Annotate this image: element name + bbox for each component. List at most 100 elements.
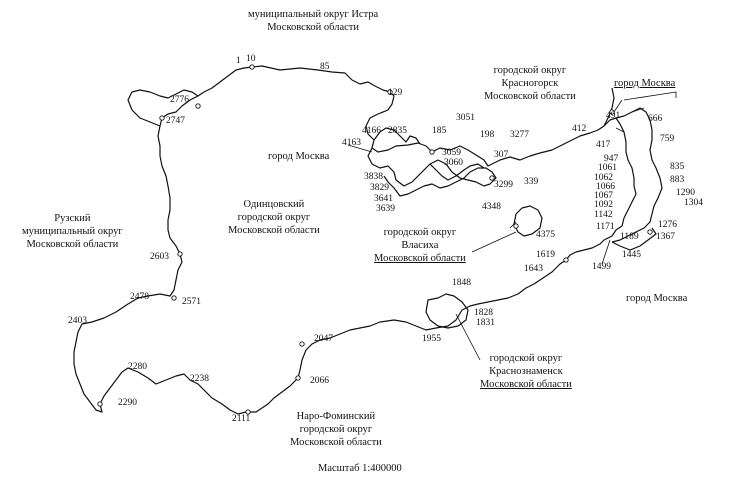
region-istra-line1: муниципальный округ Истра [248,9,379,20]
point-label: 185 [432,126,447,136]
point-label: 1171 [596,222,615,232]
region-vlasikha-line1: городской округ [383,227,457,238]
point-label: 759 [660,134,675,144]
point-label: 2835 [388,126,407,136]
point-label: 1955 [422,334,441,344]
moscow-e-boundary [611,227,657,251]
point-label: 2747 [166,116,185,126]
region-istra-line2: Московской области [267,22,359,33]
boundary-point-marker [647,229,653,235]
point-label: 1831 [476,318,495,328]
point-label: 3641 [374,194,393,204]
point-label: 883 [670,175,685,185]
point-label: 307 [494,150,509,160]
boundary-point-marker [429,149,435,155]
point-label: 491 [606,111,621,121]
point-label: 1828 [474,308,493,318]
point-label: 1189 [620,232,639,242]
leader-lines [347,91,677,361]
boundary-point-marker [195,103,201,109]
point-label: 1304 [684,198,703,208]
point-label: 10 [246,54,256,64]
point-label: 1619 [536,250,555,260]
point-label: 2047 [314,334,333,344]
region-odintsovo-line3: Московской области [228,225,320,236]
point-label: 1499 [592,262,611,272]
moscow-enclave-inner [429,163,485,181]
region-krasnogorsk-line1: городской округ [493,65,567,76]
region-odintsovo: Одинцовский городской округ Московской о… [228,198,320,237]
boundary-point-marker [387,89,393,95]
point-label: 1061 [598,163,617,173]
boundary-point-marker [489,175,495,181]
region-naro-line1: Наро-Фоминский [296,411,376,422]
point-label: 1276 [658,220,677,230]
boundary-point-marker [609,109,615,115]
region-krasnoznamensk-line1: городской округ [489,353,563,364]
boundary-point-marker [563,257,569,263]
krasnoznamensk-boundary [425,293,469,329]
region-krasnogorsk-line2: Красногорск [501,78,559,89]
region-vlasikha-line3: Московской области [374,253,466,264]
point-label: 3051 [456,113,475,123]
region-vlasikha-line2: Власиха [401,240,439,251]
point-label: 835 [670,162,685,172]
vlasikha-boundary [513,205,543,237]
boundary-point-marker [171,295,177,301]
region-ruza-line2: муниципальный округ [22,226,123,237]
boundary-point-marker [97,401,103,407]
boundary-point-marker [295,375,301,381]
point-label: 2111 [232,414,251,424]
region-odintsovo-line1: Одинцовский [243,199,305,210]
point-label: 1445 [622,250,641,260]
point-label: 3299 [494,180,513,190]
point-label: 1092 [594,200,613,210]
point-label: 2478 [130,292,149,302]
region-vlasikha: городской округ Власиха Московской облас… [374,226,466,265]
point-label: 2238 [190,374,209,384]
boundary-point-marker [159,115,165,121]
point-label: 2066 [310,376,329,386]
point-label: 4375 [536,230,555,240]
point-label: 1066 [596,182,615,192]
point-label: 3829 [370,183,389,193]
region-ruza: Рузский муниципальный округ Московской о… [22,212,123,251]
point-label: 2403 [68,316,87,326]
point-label: 1290 [676,188,695,198]
point-label: 2776 [170,95,189,105]
boundary-point-marker [299,341,305,347]
point-label: 3060 [444,158,463,168]
ruza-boundary [127,89,199,127]
boundary-point-marker [249,64,255,70]
region-naro-line3: Московской области [290,437,382,448]
region-krasnoznamensk-line3: Московской области [480,379,572,390]
point-label: 1067 [594,191,613,201]
point-label: 4166 [362,126,381,136]
point-label: 2571 [182,297,201,307]
krasnogorsk-boundary [373,127,421,145]
region-moscow-w: город Москва [268,151,330,162]
region-ruza-line3: Московской области [26,239,119,250]
point-label: 4163 [342,138,361,148]
point-label: 1142 [594,210,613,220]
region-ruza-line1: Рузский [54,213,91,224]
region-moscow-ne: город Москва [614,78,676,89]
region-krasnogorsk: городской округ Красногорск Московской о… [484,64,576,103]
point-label: 198 [480,130,495,140]
point-label: 4348 [482,202,501,212]
point-label: 666 [648,114,663,124]
point-label: 1 [236,56,241,66]
point-label: 1062 [594,173,613,183]
point-label: 947 [604,154,619,164]
point-label: 2603 [150,252,169,262]
moscow-enclave-boundary [367,147,497,197]
moscow-ne-boundary [603,87,663,243]
region-naro: Наро-Фоминский городской округ Московско… [290,410,382,449]
region-krasnogorsk-line3: Московской области [484,91,576,102]
point-label: 3277 [510,130,529,140]
point-label: 3838 [364,172,383,182]
district-boundary [73,65,637,415]
point-label: 417 [596,140,611,150]
region-naro-line2: городской округ [299,424,373,435]
point-label: 3639 [376,204,395,214]
